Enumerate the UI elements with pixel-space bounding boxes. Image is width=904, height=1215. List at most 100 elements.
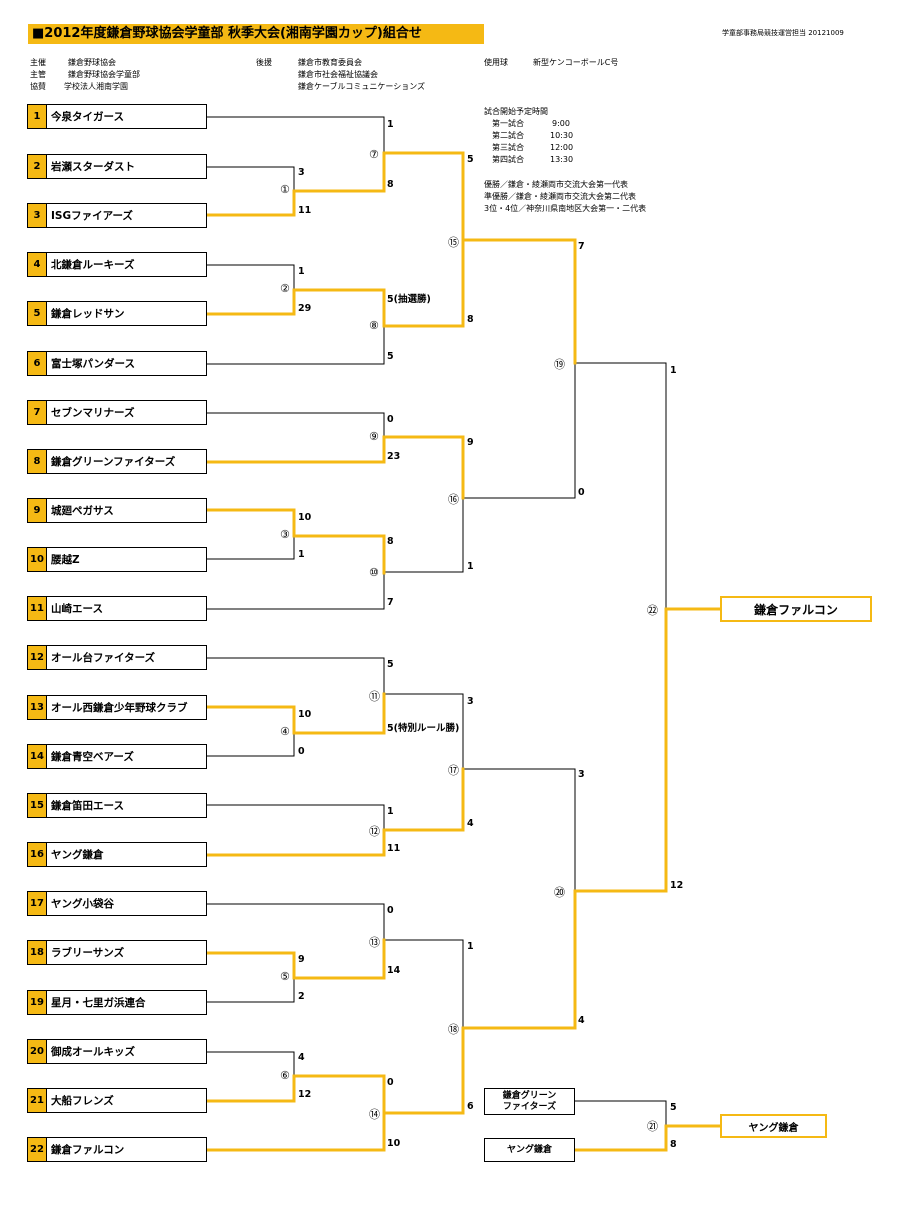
- team-name: 腰越Z: [51, 554, 80, 566]
- score: 12: [670, 880, 684, 891]
- team-number: 17: [28, 892, 47, 915]
- bracket-line: [206, 732, 295, 757]
- game-number: ⑭: [369, 1108, 380, 1121]
- org-value: 鎌倉野球協会学童部: [68, 70, 140, 79]
- score: 10: [298, 512, 312, 523]
- score: 0: [387, 414, 394, 425]
- winner-line: [461, 238, 577, 365]
- third-place-team-a: 鎌倉グリーンファイターズ: [484, 1088, 575, 1115]
- team-name: 城廻ペガサス: [51, 505, 114, 517]
- score: 1: [387, 119, 394, 130]
- team-entry: 9 城廻ペガサス: [27, 498, 207, 523]
- game-number: ⑦: [369, 148, 379, 161]
- bracket-line: [206, 264, 295, 291]
- team-name: 山崎エース: [51, 603, 103, 615]
- team-number: 10: [28, 548, 47, 571]
- score: 3: [578, 769, 585, 780]
- game-number: ④: [280, 725, 290, 738]
- team-name: ISGファイアーズ: [51, 210, 133, 222]
- game-number: ⑬: [369, 936, 380, 949]
- bracket-line: [383, 152, 464, 241]
- coop-label: 協賛: [30, 82, 46, 91]
- team-number: 7: [28, 401, 47, 424]
- bracket-line: [206, 116, 385, 154]
- winner-line: [205, 288, 296, 316]
- winner-line: [205, 435, 386, 464]
- score: 7: [578, 241, 585, 252]
- score: 1: [467, 941, 474, 952]
- score: 23: [387, 451, 401, 462]
- team-entry: 2 岩瀬スターダスト: [27, 154, 207, 179]
- game-number: ③: [280, 528, 290, 541]
- game-number: ⑳: [554, 886, 565, 899]
- team-name: ラブリーサンズ: [51, 947, 125, 959]
- team-number: 6: [28, 352, 47, 375]
- team-name: 岩瀬スターダスト: [51, 161, 135, 173]
- team-name: ヤング鎌倉: [51, 849, 104, 861]
- score: 1: [387, 806, 394, 817]
- schedule-name-2: 第二試合: [492, 131, 524, 140]
- team-name: 今泉タイガース: [51, 111, 124, 123]
- bracket-line: [206, 166, 295, 192]
- score: 9: [467, 437, 474, 448]
- host-value: 鎌倉野球協会: [68, 58, 116, 67]
- winner-line: [205, 1111, 386, 1152]
- schedule-time-1: 9:00: [552, 119, 570, 128]
- score: 5: [387, 659, 394, 670]
- support-value-2: 鎌倉市社会福祉協議会: [298, 70, 378, 79]
- award-note-2: 準優勝／鎌倉・綾瀬両市交流大会第二代表: [484, 192, 636, 201]
- team-number: 5: [28, 302, 47, 325]
- score: 4: [467, 818, 474, 829]
- host-label: 主催: [30, 58, 46, 67]
- bracket-line: [206, 572, 385, 610]
- score: 0: [578, 487, 585, 498]
- score: 5(特別ルール勝): [387, 723, 460, 734]
- champion-box: 鎌倉ファルコン: [720, 596, 872, 622]
- bracket-line: [206, 535, 295, 560]
- bracket-line: [206, 903, 385, 941]
- score: 0: [298, 746, 305, 757]
- score: 5: [467, 154, 474, 165]
- team-name: 鎌倉笛田エース: [51, 800, 124, 812]
- winner-line: [573, 1124, 668, 1152]
- score: 14: [387, 965, 401, 976]
- winner-line: [205, 951, 296, 980]
- team-number: 9: [28, 499, 47, 522]
- page-title: ■2012年度鎌倉野球協会学童部 秋季大会(湘南学園カップ)組合せ: [28, 24, 484, 44]
- score: 9: [298, 954, 305, 965]
- winner-line: [382, 1026, 465, 1115]
- winner-line: [573, 607, 668, 893]
- score: 8: [387, 179, 394, 190]
- winner-line: [292, 938, 386, 980]
- winner-line: [205, 705, 296, 735]
- score: 1: [298, 549, 305, 560]
- team-number: 19: [28, 991, 47, 1014]
- score: 5: [670, 1102, 677, 1113]
- team-number: 2: [28, 155, 47, 178]
- score: 8: [387, 536, 394, 547]
- winner-line: [292, 151, 386, 193]
- winner-line: [205, 189, 296, 217]
- bracket-line: [206, 804, 385, 831]
- bracket-line: [462, 768, 576, 892]
- score: 0: [387, 1077, 394, 1088]
- team-number: 13: [28, 696, 47, 719]
- score: 7: [387, 597, 394, 608]
- team-name: 星月・七里ガ浜連合: [51, 997, 146, 1009]
- winner-line: [292, 534, 386, 575]
- team-number: 4: [28, 253, 47, 276]
- game-number: ⑧: [369, 319, 379, 332]
- bracket-line: [383, 939, 464, 1029]
- bracket-line: [206, 1051, 295, 1077]
- score: 1: [467, 561, 474, 572]
- game-number: ⑪: [369, 690, 380, 703]
